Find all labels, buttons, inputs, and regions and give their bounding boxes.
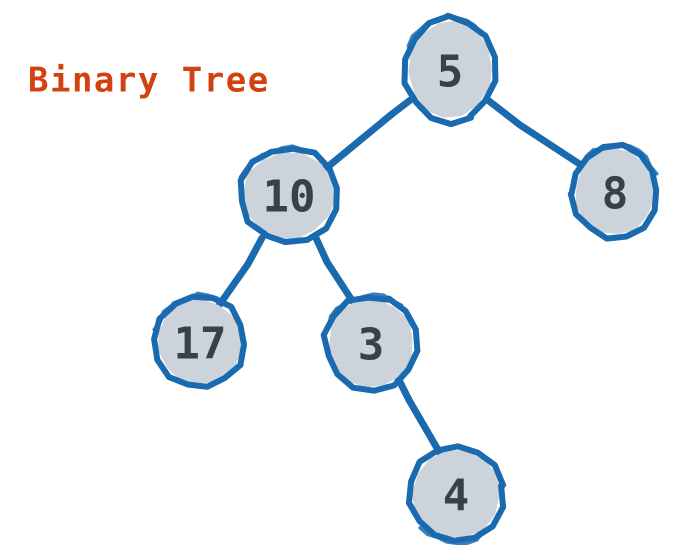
node-label: 3 — [358, 320, 385, 371]
node-label: 4 — [443, 471, 470, 522]
node-outline-overshoot — [238, 144, 314, 190]
edge-5-8 — [485, 97, 593, 174]
node-outline-overshoot — [327, 292, 404, 329]
node-label: 8 — [602, 169, 629, 220]
node-label: 5 — [437, 47, 464, 98]
node-outline — [567, 142, 660, 242]
node-fill — [329, 298, 413, 388]
node-fill — [575, 148, 655, 234]
node-outline-overshoot — [584, 141, 659, 176]
page-title: Binary Tree — [28, 61, 270, 101]
tree-node-17[interactable]: 17 — [151, 291, 247, 390]
node-outline-overshoot — [418, 515, 499, 546]
node-label: 17 — [174, 319, 227, 370]
node-label: 10 — [263, 172, 316, 223]
nodes-group: 5 10 8 17 3 4 — [151, 12, 660, 546]
node-fill — [158, 298, 241, 385]
tree-node-3[interactable]: 3 — [320, 292, 421, 394]
node-outline — [237, 145, 340, 246]
node-fill — [408, 20, 492, 118]
node-fill — [411, 450, 500, 538]
node-outline-overshoot — [152, 291, 228, 332]
tree-node-8[interactable]: 8 — [567, 141, 660, 242]
tree-node-5[interactable]: 5 — [401, 12, 499, 128]
tree-node-10[interactable]: 10 — [237, 144, 340, 246]
node-outline-overshoot — [406, 12, 483, 48]
tree-node-4[interactable]: 4 — [405, 443, 507, 546]
node-fill — [243, 152, 336, 240]
